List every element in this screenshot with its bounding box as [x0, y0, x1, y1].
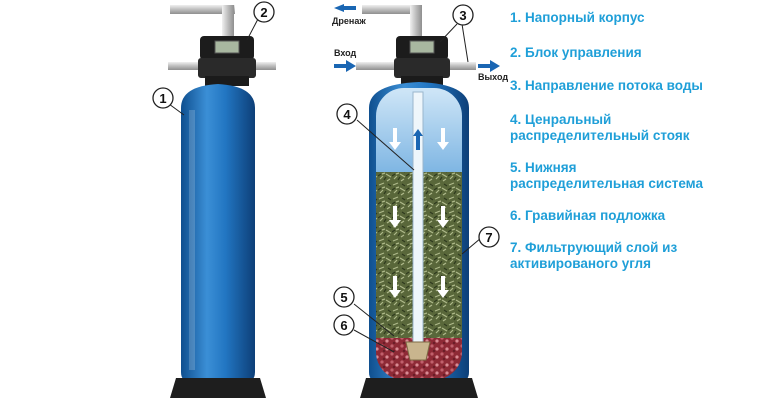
svg-text:1: 1 [159, 91, 166, 106]
svg-text:5: 5 [340, 290, 347, 305]
svg-text:6: 6 [340, 318, 347, 333]
svg-text:7: 7 [485, 230, 492, 245]
callout-2: 2 [254, 2, 274, 22]
callout-4: 4 [337, 104, 357, 124]
legend-item-bottom-distributor: 5. Нижняя распределительная система [510, 160, 703, 192]
right-control-valve [394, 36, 450, 86]
legend-item-gravel-layer: 6. Гравийная подложка [510, 208, 665, 224]
drain-arrow [334, 4, 356, 12]
svg-text:3: 3 [459, 8, 466, 23]
legend-item-carbon-layer: 7. Фильтрующий слой из активированого уг… [510, 240, 677, 272]
svg-text:4: 4 [343, 107, 351, 122]
callout-3: 3 [453, 5, 473, 25]
callout-6: 6 [334, 315, 354, 335]
right-tank-base [360, 378, 478, 398]
legend-item-pressure-vessel: 1. Напорный корпус [510, 10, 645, 26]
left-control-valve [198, 36, 256, 86]
drain-label: Дренаж [332, 16, 366, 26]
legend-item-flow-direction: 3. Направление потока воды [510, 78, 703, 94]
callout-5: 5 [334, 287, 354, 307]
right-filter [356, 5, 478, 398]
outlet-arrow [478, 60, 500, 72]
callout-7: 7 [479, 227, 499, 247]
outlet-label: Выход [478, 72, 508, 82]
left-filter [168, 5, 276, 398]
legend-item-control-unit: 2. Блок управления [510, 45, 642, 61]
inlet-arrow [334, 60, 356, 72]
bottom-distributor [406, 342, 430, 360]
legend-item-central-riser: 4. Ценральный распределительный стояк [510, 112, 690, 144]
callout-1: 1 [153, 88, 173, 108]
inlet-label: Вход [334, 48, 357, 58]
left-tank-base [170, 378, 266, 398]
svg-text:2: 2 [260, 5, 267, 20]
